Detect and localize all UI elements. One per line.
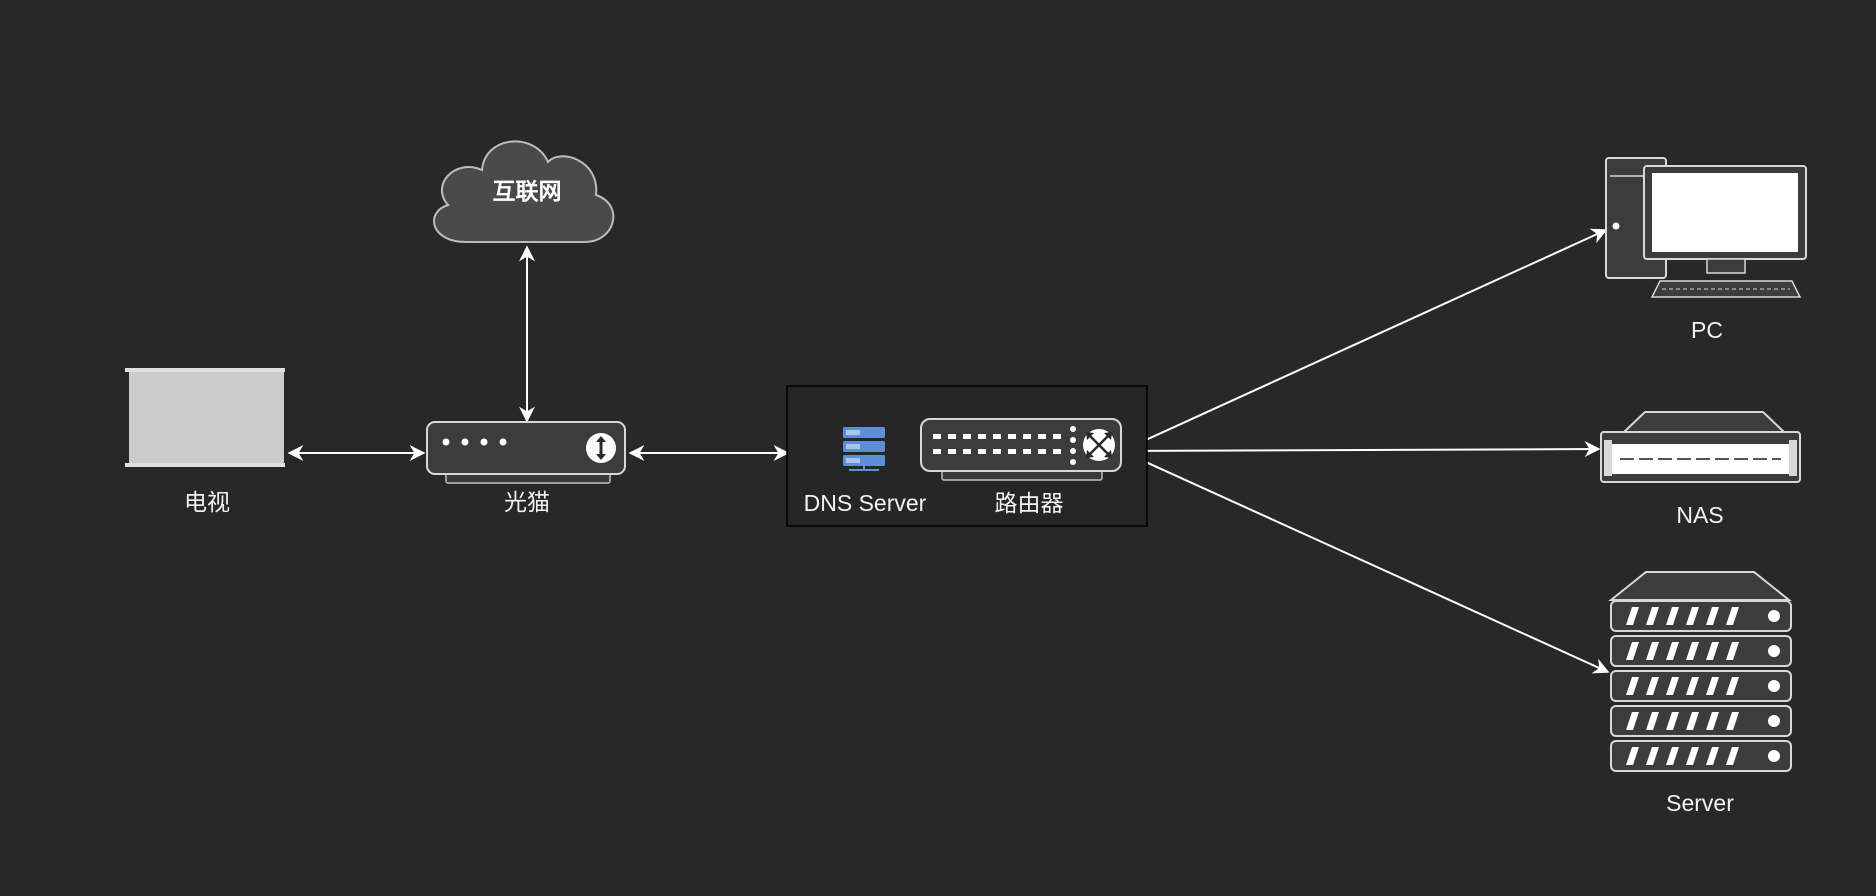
modem-node: 光猫	[426, 421, 626, 515]
internet-node: 互联网	[433, 140, 615, 243]
internet-label: 互联网	[493, 178, 562, 204]
tv-label: 电视	[184, 489, 230, 515]
server-rack-icon	[1608, 571, 1792, 772]
server-node: Server	[1608, 571, 1792, 816]
edge-router-nas	[1124, 441, 1601, 459]
pc-node: PC	[1605, 157, 1807, 343]
nas-label: NAS	[1676, 502, 1723, 528]
tv-node: 电视	[125, 368, 285, 515]
dns-router-group: DNS Server 路由器	[786, 385, 1148, 527]
dns-server-icon	[843, 427, 885, 471]
edges	[287, 228, 1610, 674]
modem-label: 光猫	[504, 489, 550, 515]
server-label: Server	[1666, 790, 1734, 816]
tv-icon	[129, 370, 284, 466]
router-label: 路由器	[995, 490, 1064, 516]
pc-label: PC	[1691, 317, 1723, 343]
modem-icon	[426, 421, 626, 475]
edge-router-pc	[1124, 228, 1608, 451]
router-ports	[933, 426, 1076, 465]
cloud-icon	[433, 140, 615, 243]
nas-icon	[1600, 411, 1801, 483]
nas-node: NAS	[1600, 411, 1801, 528]
dns-label: DNS Server	[804, 490, 927, 516]
crossed-arrows-icon	[1083, 429, 1115, 461]
edge-router-server	[1124, 451, 1610, 674]
router-node	[920, 418, 1122, 481]
router-icon	[920, 418, 1122, 472]
updown-arrow-icon	[586, 433, 616, 463]
pc-icon	[1605, 157, 1807, 298]
